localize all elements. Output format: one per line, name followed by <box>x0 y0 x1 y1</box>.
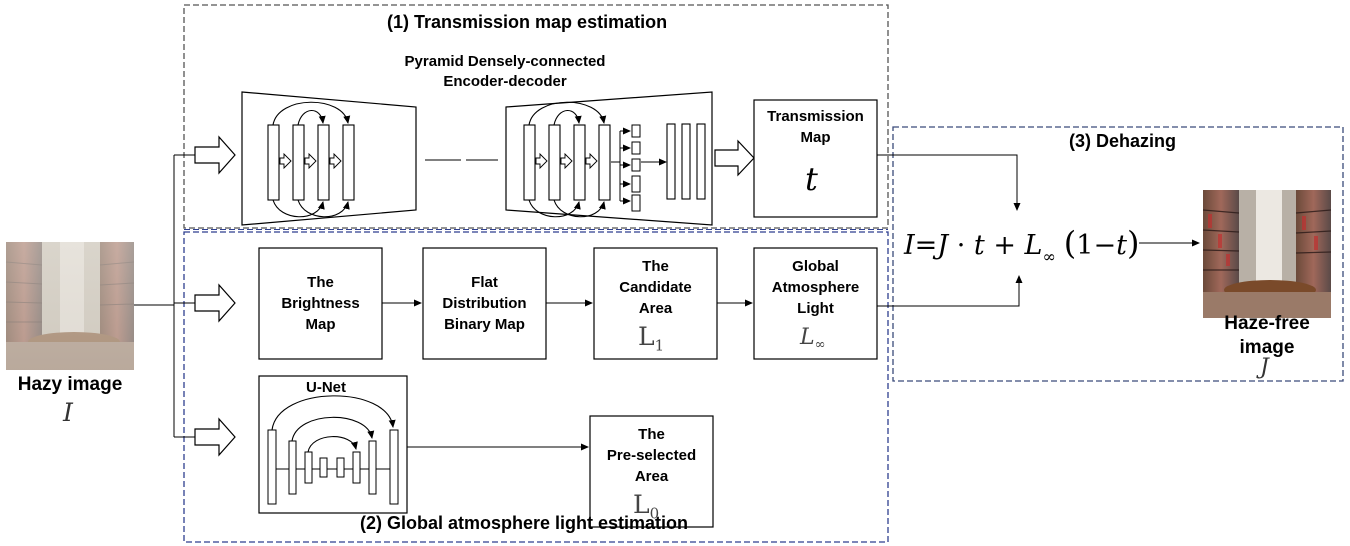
hollow-arrow-to-brightness <box>194 283 236 323</box>
transmission-map-box <box>753 99 878 218</box>
haze-free-image <box>1202 190 1332 318</box>
formula-one: 1 <box>1076 230 1094 261</box>
candidate-area-label: The Candidate Area <box>619 258 692 317</box>
candidate-symbol: L1 <box>638 322 664 354</box>
formula-open-paren: ( <box>1063 224 1077 262</box>
pyramid-label-line1: Pyramid Densely-connected <box>404 53 606 70</box>
candidate-area-box <box>593 247 718 360</box>
haze-free-image-symbol: J <box>1260 355 1269 380</box>
hollow-arrow-to-transmission <box>714 139 755 177</box>
formula-dot: · <box>948 230 974 261</box>
atmosphere-section-frame <box>183 231 889 543</box>
hazy-image-symbol: I <box>63 398 73 427</box>
global-light-symbol: L∞ <box>800 325 826 353</box>
dehazing-section-title: (3) Dehazing <box>1069 131 1177 151</box>
formula-j: J <box>937 230 949 261</box>
atmosphere-section-title: (2) Global atmosphere light estimation <box>360 513 689 533</box>
formula-i: I <box>904 230 915 261</box>
formula-l: L <box>1024 230 1043 261</box>
preselected-symbol-sub: 0 <box>649 504 660 523</box>
candidate-symbol-sub: 1 <box>654 336 665 355</box>
dehazing-section-frame <box>892 126 1344 382</box>
haze-free-image-label: Haze-free image <box>1224 313 1310 358</box>
transmission-map-label: Transmission Map <box>767 108 864 146</box>
formula-close-paren: ) <box>1126 224 1140 262</box>
dehazing-formula: I=J · t + L∞(1−t) <box>904 224 1139 266</box>
preselected-symbol-letter: L <box>633 490 650 519</box>
preselected-symbol: L0 <box>633 490 659 522</box>
pyramid-label: Pyramid Densely-connected Encoder-decode… <box>360 52 650 92</box>
global-light-symbol-letter: L <box>800 325 815 350</box>
flat-distribution-label: Flat Distribution Binary Map <box>442 274 527 333</box>
hollow-arrow-to-unet <box>194 417 236 457</box>
formula-equals: = <box>914 230 938 261</box>
transmission-section-title: (1) Transmission map estimation <box>387 12 668 32</box>
formula-plus: + <box>984 230 1025 261</box>
transmission-section-frame <box>183 4 889 229</box>
formula-minus: − <box>1093 230 1117 261</box>
formula-infinity: ∞ <box>1042 247 1056 266</box>
unet-label: U-Net <box>306 379 346 396</box>
pyramid-label-line2: Encoder-decoder <box>443 73 567 90</box>
preselected-area-label: The Pre-selected Area <box>606 426 697 485</box>
hollow-arrow-to-pyramid <box>194 135 236 175</box>
candidate-symbol-letter: L <box>638 322 655 351</box>
brightness-map-label: The Brightness Map <box>281 274 360 333</box>
hazy-image <box>5 242 135 370</box>
global-atmosphere-label: Global Atmosphere Light <box>771 258 860 317</box>
unet-box <box>258 375 408 514</box>
formula-t2: t <box>1116 230 1127 261</box>
hazy-image-label: Hazy image <box>17 374 123 395</box>
preselected-area-box <box>589 415 714 528</box>
formula-t: t <box>973 230 985 261</box>
transmission-symbol: t <box>805 160 818 198</box>
global-light-symbol-sub: ∞ <box>814 337 826 353</box>
flat-distribution-box <box>422 247 547 360</box>
global-atmosphere-light-box <box>753 247 878 360</box>
brightness-map-box <box>258 247 383 360</box>
